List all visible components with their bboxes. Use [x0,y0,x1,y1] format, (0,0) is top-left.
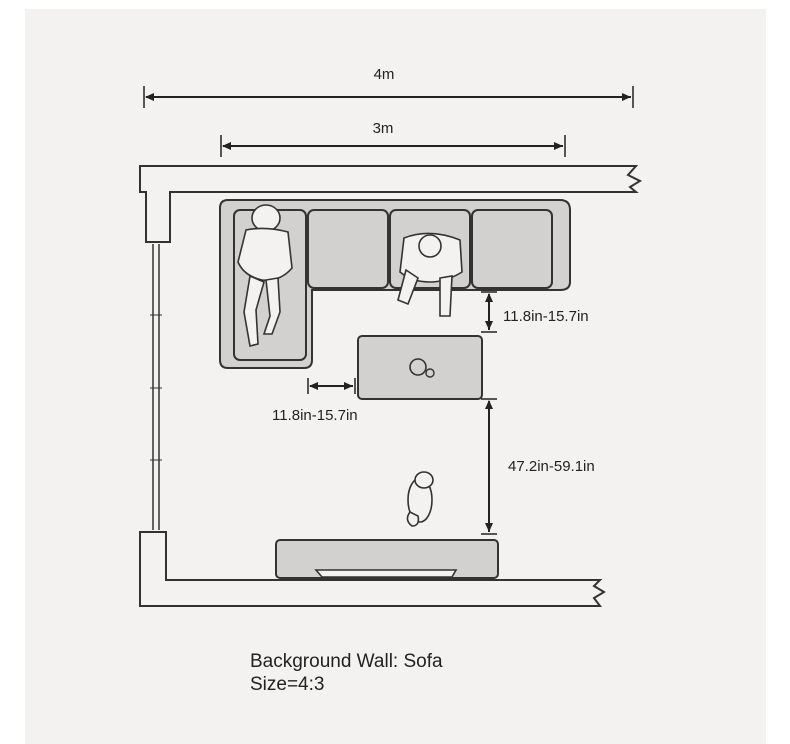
coffee-table [357,335,483,400]
caption-background-wall: Background Wall: Sofa [250,651,443,672]
label-side-to-table: 11.8in-15.7in [272,407,358,424]
dimension-table-to-tv [481,398,497,535]
label-room-width: 4m [374,66,395,83]
room-walls [139,165,643,607]
dimension-side-to-table [307,378,356,394]
label-table-to-tv: 47.2in-59.1in [508,458,595,475]
tv-cabinet [275,539,499,579]
seat-cushion [307,209,389,289]
dog [406,471,434,527]
person-reclining [237,204,293,347]
caption-size: Size=4:3 [250,674,325,695]
dimension-room-width [143,86,634,108]
label-sofa-to-table: 11.8in-15.7in [503,308,589,325]
seat-cushion [471,209,553,289]
person-sitting [397,232,463,317]
dimension-sofa-to-table [481,291,497,333]
dimension-sofa-width [220,135,566,157]
label-sofa-width: 3m [373,120,394,137]
